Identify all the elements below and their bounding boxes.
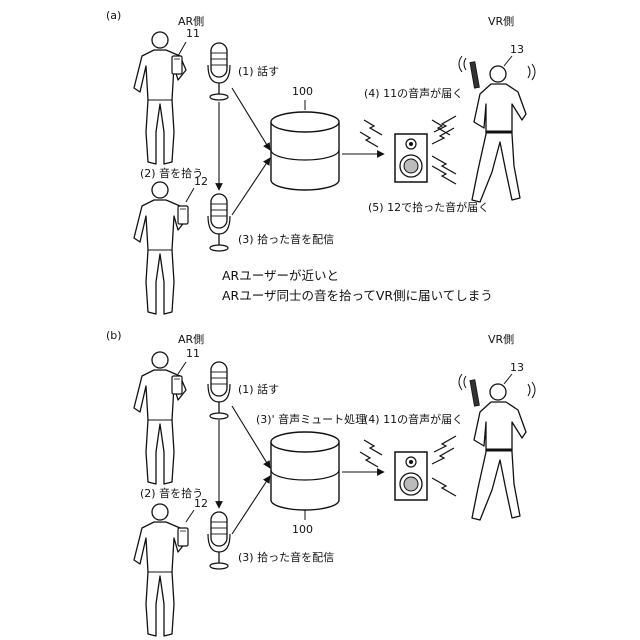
- user-13-label-b: 13: [510, 362, 524, 373]
- mic-12-b: [208, 512, 230, 569]
- step3-label: (3) 拾った音を配信: [238, 234, 334, 245]
- arrow-mic12-to-server: [232, 158, 270, 215]
- step2-label-b: (2) 音を拾う: [140, 488, 203, 499]
- user-13-label: 13: [510, 44, 524, 55]
- vr-user-13-figure-b: [459, 374, 535, 520]
- step3-label-b: (3) 拾った音を配信: [238, 552, 334, 563]
- user-11-label-b: 11: [186, 348, 200, 359]
- ar-user-12-leader: [186, 188, 194, 202]
- ar-side-label: AR側: [178, 16, 204, 27]
- ar-user-12-leader-b: [186, 510, 194, 522]
- user-11-label: 11: [186, 28, 200, 39]
- speaker-b: [395, 452, 427, 500]
- ar-user-11-figure: [134, 32, 186, 164]
- caption-line2: ARユーザ同士の音を拾ってVR側に届いてしまう: [222, 290, 493, 303]
- ar-user-11-leader: [178, 42, 186, 56]
- arrow-mic11-to-server: [232, 88, 270, 150]
- ar-side-label-b: AR側: [178, 334, 204, 345]
- mic-11: [208, 43, 230, 100]
- panel-a-label: (a): [106, 10, 121, 21]
- speaker-a: [395, 134, 427, 182]
- step1-label-b: (1) 話す: [238, 384, 279, 395]
- step5-label: (5) 12で拾った音が届く: [368, 202, 489, 213]
- caption-line1: ARユーザーが近いと: [222, 270, 339, 283]
- mic-12: [208, 194, 230, 251]
- arrow-mic12-to-server-b: [232, 476, 270, 534]
- ar-user-12-figure-b: [134, 504, 188, 636]
- server-label: 100: [292, 86, 313, 97]
- server-label-b: 100: [292, 524, 313, 535]
- vr-user-13-figure: [459, 56, 535, 202]
- server-100: [271, 112, 339, 190]
- vr-side-label: VR側: [488, 16, 514, 27]
- mic-11-b: [208, 362, 230, 419]
- panel-b-label: (b): [106, 330, 122, 341]
- step1-label: (1) 話す: [238, 66, 279, 77]
- step2-label: (2) 音を拾う: [140, 168, 203, 179]
- vr-side-label-b: VR側: [488, 334, 514, 345]
- vr-user-13-leader-b: [504, 374, 512, 384]
- server-100-b: [271, 432, 339, 510]
- ar-user-11-figure-b: [134, 352, 186, 484]
- step4-label-b: (4) 11の音声が届く: [364, 414, 463, 425]
- vr-user-13-leader: [504, 56, 512, 66]
- ar-user-11-leader-b: [178, 362, 186, 374]
- step4-label: (4) 11の音声が届く: [364, 88, 463, 99]
- step3-mute-label: (3)' 音声ミュート処理: [256, 414, 366, 425]
- ar-user-12-figure: [134, 182, 188, 314]
